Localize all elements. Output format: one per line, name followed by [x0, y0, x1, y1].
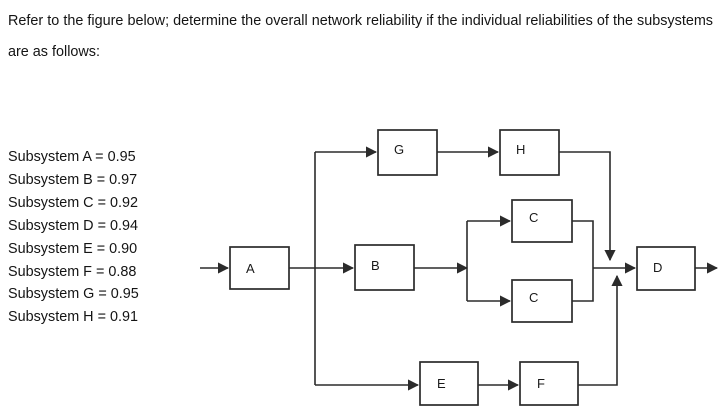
block-h: H	[499, 129, 560, 176]
block-d-label: D	[653, 260, 662, 275]
subsystem-item-f: Subsystem F = 0.88	[8, 263, 137, 280]
subsystem-item-e: Subsystem E = 0.90	[8, 240, 138, 257]
block-a-label: A	[246, 261, 255, 276]
subsystem-item-b: Subsystem B = 0.97	[8, 171, 138, 188]
question-line-1: Refer to the figure below; determine the…	[8, 13, 522, 29]
edge-h-to-merge	[559, 151, 616, 262]
block-g-label: G	[394, 142, 404, 157]
question-text: Refer to the figure below; determine the…	[8, 6, 713, 68]
block-e-label: E	[437, 376, 446, 391]
subsystem-reliability-list: Subsystem A = 0.95 Subsystem B = 0.97 Su…	[8, 146, 139, 329]
block-h-label: H	[516, 142, 525, 157]
block-b: B	[354, 244, 415, 291]
block-f: F	[519, 361, 579, 406]
block-a: A	[229, 246, 290, 290]
edge-f-to-merge	[578, 274, 623, 386]
block-c-upper: C	[511, 199, 573, 243]
question-line-2: reliabilities of the subsystems are as f…	[8, 13, 714, 60]
subsystem-item-a: Subsystem A = 0.95	[8, 149, 136, 165]
block-g: G	[377, 129, 438, 176]
subsystem-item-h: Subsystem H = 0.91	[8, 309, 138, 326]
block-c-upper-label: C	[529, 210, 538, 225]
block-d: D	[636, 246, 696, 291]
diagram-blocks: A G H B C C D E	[229, 129, 696, 406]
block-c-lower-label: C	[529, 290, 538, 305]
block-c-lower: C	[511, 279, 573, 323]
edge-c-lower-to-merge	[572, 268, 594, 302]
block-f-label: F	[537, 376, 545, 391]
block-e: E	[419, 361, 479, 406]
edge-c-upper-to-merge	[572, 220, 594, 268]
block-b-label: B	[371, 258, 380, 273]
subsystem-item-c: Subsystem C = 0.92	[8, 194, 138, 211]
subsystem-item-g: Subsystem G = 0.95	[8, 286, 139, 303]
subsystem-item-d: Subsystem D = 0.94	[8, 217, 138, 234]
